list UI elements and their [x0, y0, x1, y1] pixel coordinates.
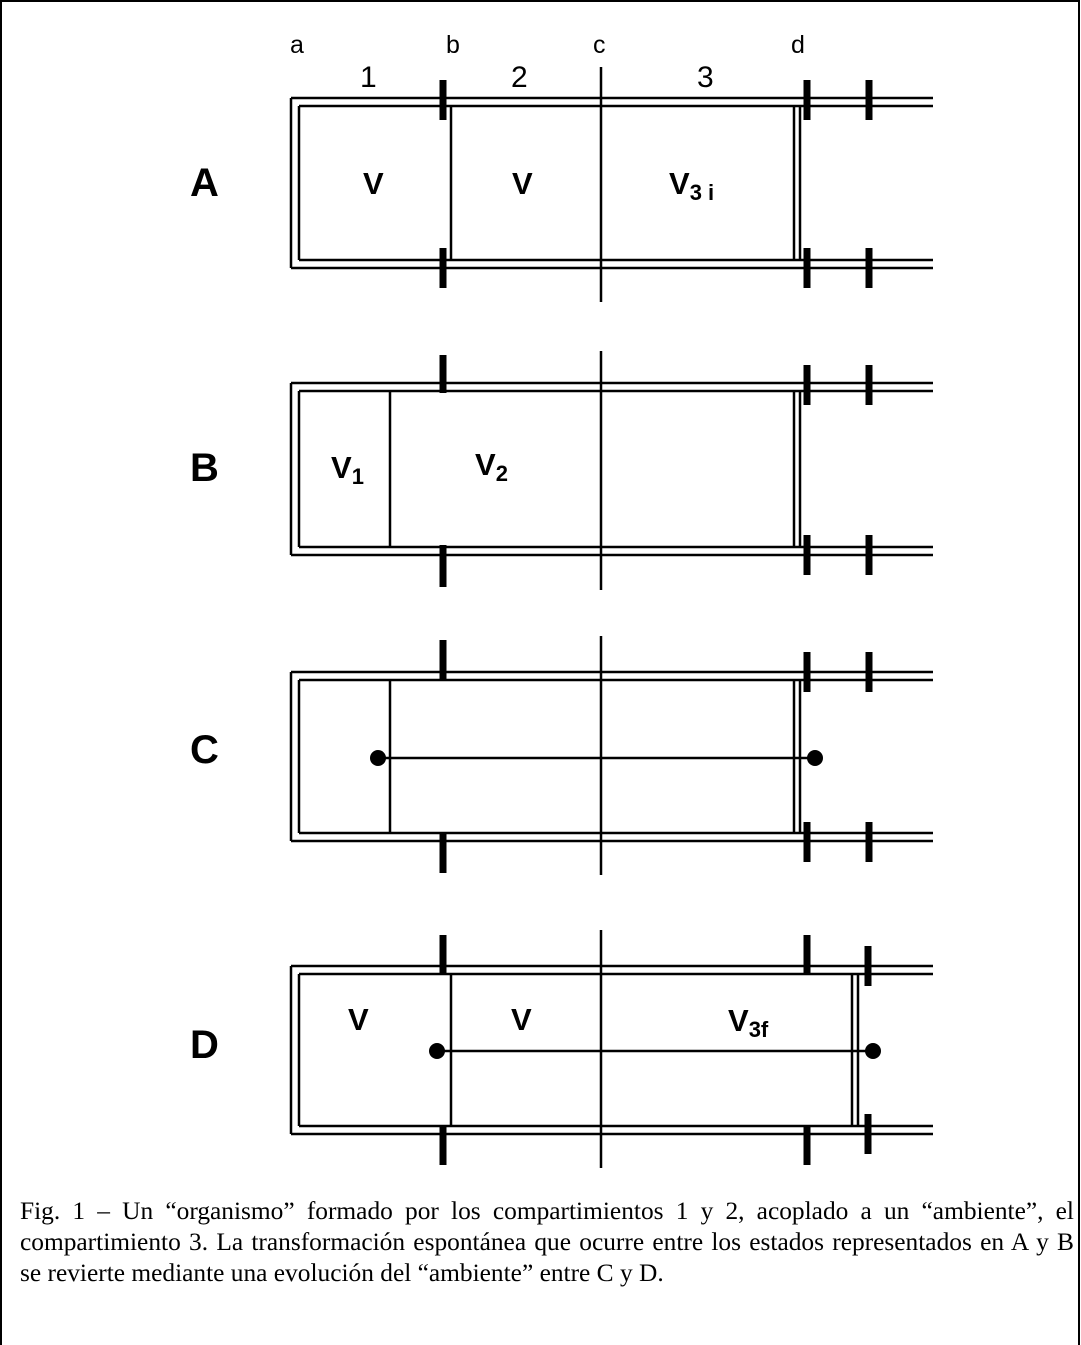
compartment-number-3: 3: [697, 61, 714, 94]
column-letter-a: a: [290, 31, 304, 59]
panel-label-c: C: [190, 728, 219, 772]
stops: [439, 935, 872, 1165]
column-letter-c: c: [593, 31, 606, 59]
rod-joint: [429, 1043, 445, 1059]
panel-c: C: [190, 636, 933, 875]
panel-label-a: A: [190, 161, 219, 205]
stops: [439, 640, 873, 873]
volume-label: V: [512, 166, 533, 201]
rod-joint: [807, 750, 823, 766]
panel-a: A V V V3 i: [190, 67, 933, 302]
compartment-numbers: 1 2 3: [360, 61, 714, 94]
volume-label: V: [511, 1002, 532, 1037]
panel-label-b: B: [190, 446, 219, 490]
volume-label: V3f: [728, 1003, 769, 1042]
volume-label: V2: [475, 447, 508, 486]
column-letter-d: d: [791, 31, 805, 59]
stops: [439, 355, 873, 587]
figure-caption: Fig. 1 – Un “organismo” formado por los …: [20, 1197, 1074, 1287]
column-letters: a b c d: [290, 31, 805, 59]
panel-b: B V1 V2: [190, 351, 933, 590]
compartment-number-1: 1: [360, 61, 377, 94]
compartment-number-2: 2: [511, 61, 528, 94]
volume-label: V: [363, 166, 384, 201]
volume-label: V: [348, 1002, 369, 1037]
rod-joint: [370, 750, 386, 766]
column-letter-b: b: [446, 31, 460, 59]
rod-joint: [865, 1043, 881, 1059]
volume-label: V3 i: [669, 166, 714, 205]
panel-label-d: D: [190, 1023, 219, 1067]
panel-d: D V V V3f: [190, 930, 933, 1168]
volume-label: V1: [331, 450, 364, 489]
stops: [439, 80, 873, 288]
